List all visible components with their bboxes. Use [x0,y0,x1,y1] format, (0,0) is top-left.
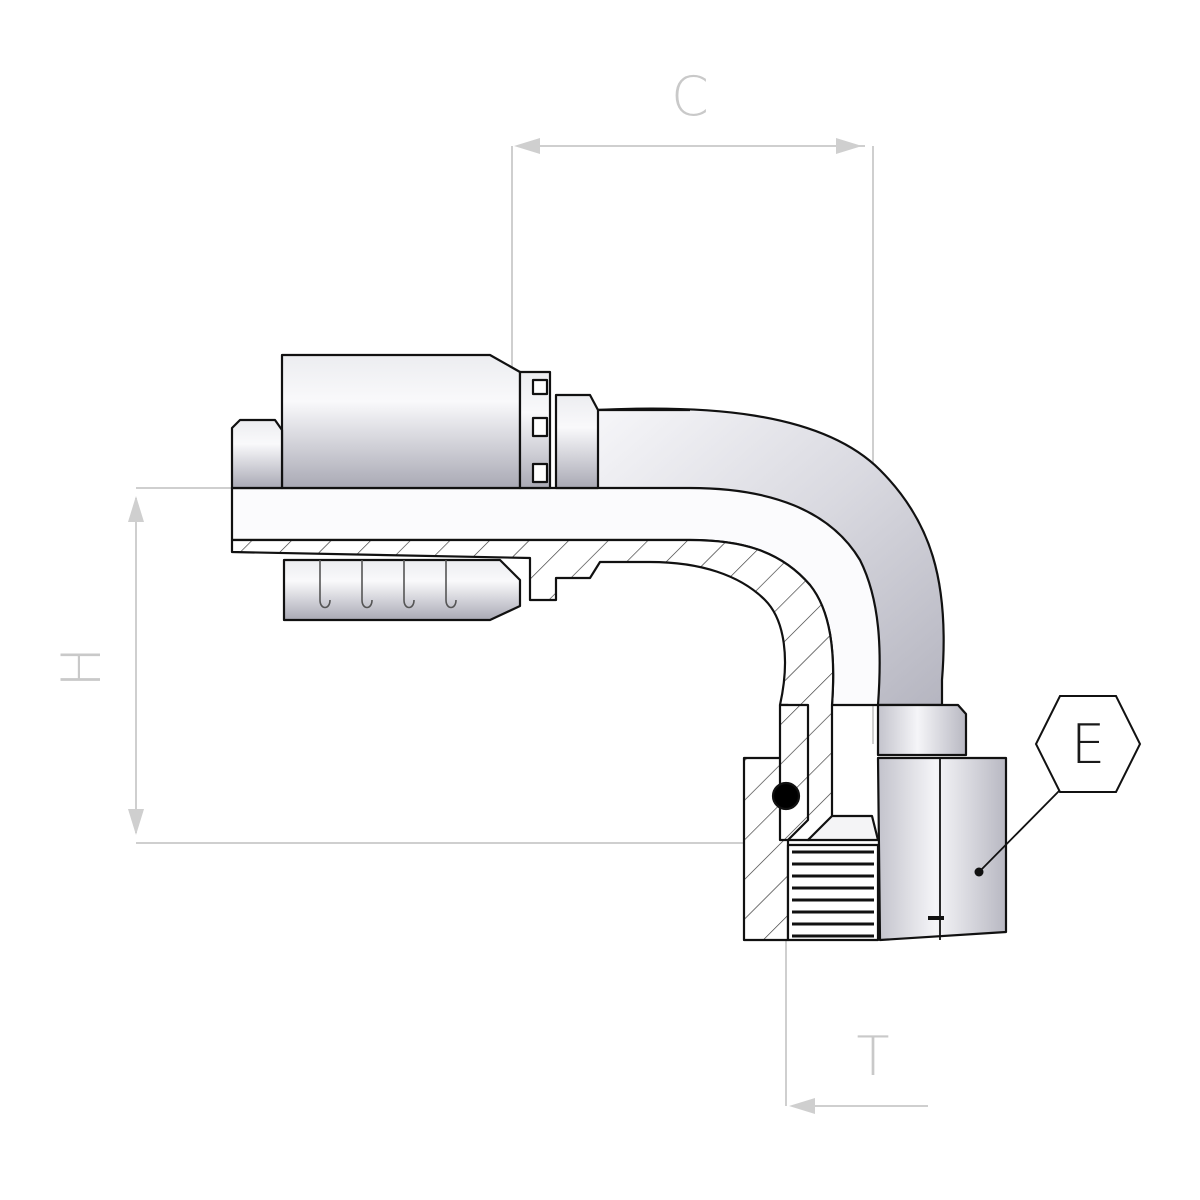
grip-barb [445,560,457,609]
grip-barb [361,560,373,609]
nut-bore-wall [778,703,810,842]
fitting-body [230,353,1008,942]
ferrule [280,353,522,490]
h-label: H [50,647,113,688]
hex-callout: E [974,695,1142,877]
nipple-tail [230,418,284,490]
hex-nut-face [876,756,1008,942]
collar-notches [531,378,549,484]
thread-lines [792,850,874,938]
hose-grip [282,558,522,622]
o-ring-dot [771,781,801,811]
h-arrow-bottom [128,809,144,835]
e-label: E [1071,713,1105,776]
hex-leader-line [978,789,1061,873]
grip-barb [403,560,415,609]
hex-leader-dot [974,867,984,877]
collar-notch [531,378,549,396]
c-label: C [671,65,709,128]
dimension-arrowheads [128,138,862,1114]
t-arrow [789,1098,815,1114]
seat-cone [806,814,880,842]
collar-notch [531,416,549,438]
c-arrow-right [836,138,862,154]
c-arrow-left [514,138,540,154]
h-arrow-top [128,496,144,522]
grip-barbs [319,560,457,609]
hexagon-icon [1034,695,1142,793]
neck-ring [554,393,600,490]
t-label: T [857,1025,890,1088]
swivel-collar [876,703,968,757]
collar-notch [531,462,549,484]
thread-region [786,843,880,942]
grip-barb [319,560,331,609]
